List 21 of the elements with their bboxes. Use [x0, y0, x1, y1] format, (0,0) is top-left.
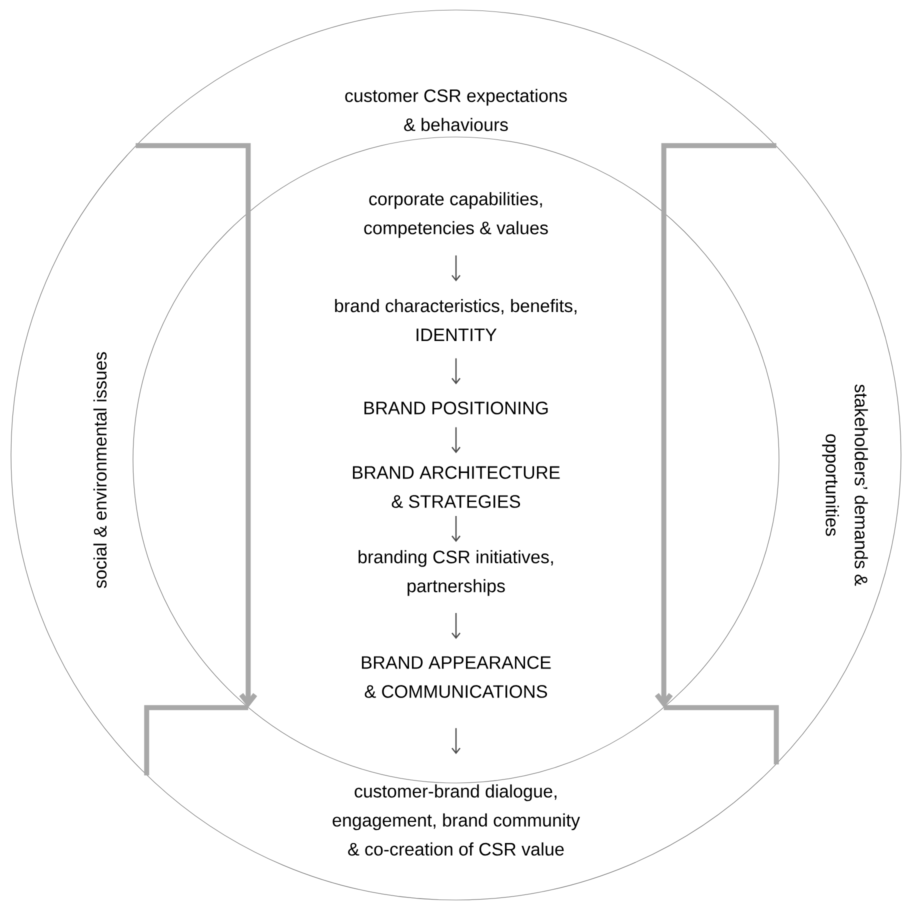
arrow — [654, 143, 776, 708]
step-label: branding CSR initiatives, partnerships — [358, 550, 553, 596]
step-label: BRAND APPEARANCE & COMMUNICATIONS — [362, 656, 551, 698]
step-label: brand characteristics, benefits, IDENTITY — [335, 298, 576, 342]
connector-line — [664, 705, 779, 764]
arrow — [452, 516, 461, 542]
arrow — [452, 427, 461, 454]
arrow — [452, 728, 461, 754]
step-label: BRAND ARCHITECTURE & STRATEGIES — [352, 466, 560, 508]
step-label: BRAND POSITIONING — [364, 402, 548, 414]
step-label: customer-brand dialogue, engagement, brand community & co-creation of CSR value — [332, 784, 580, 856]
ring-label: customer CSR expectations & behaviours — [345, 88, 567, 132]
ring-circle — [132, 136, 780, 784]
arrow — [452, 613, 461, 640]
step-label: corporate capabilities, competencies & values — [364, 192, 548, 238]
ring-label: social & environmental issues — [93, 352, 107, 588]
arrow — [136, 143, 258, 708]
arrow — [452, 358, 461, 384]
ring-label: stakeholders’ demands & opportunities — [822, 384, 868, 586]
connector-line — [144, 705, 248, 776]
arrow — [452, 255, 461, 282]
